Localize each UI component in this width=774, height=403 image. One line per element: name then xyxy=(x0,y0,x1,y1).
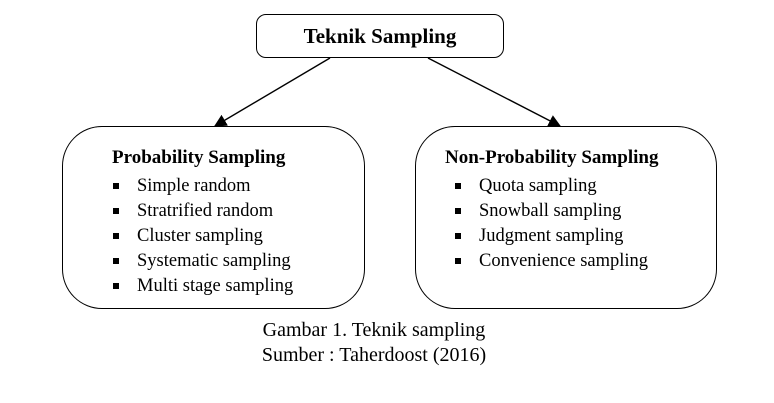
list-item: Stratrified random xyxy=(113,199,293,224)
arrow-to-non-probability xyxy=(427,57,562,127)
square-bullet-icon xyxy=(113,208,119,214)
list-item: Quota sampling xyxy=(455,174,648,199)
non-probability-sampling-node: Non-Probability Sampling Quota sampling … xyxy=(415,126,717,309)
list-item: Judgment sampling xyxy=(455,224,648,249)
list-item-label: Convenience sampling xyxy=(479,251,649,271)
list-item: Multi stage sampling xyxy=(113,274,293,299)
root-node: Teknik Sampling xyxy=(256,14,504,58)
list-item-label: Judgment sampling xyxy=(479,226,624,246)
list-item-label: Snowball sampling xyxy=(479,201,622,221)
arrow-to-probability xyxy=(213,57,331,127)
list-item-label: Simple random xyxy=(137,176,251,196)
list-item: Cluster sampling xyxy=(113,224,293,249)
list-item: Simple random xyxy=(113,174,293,199)
square-bullet-icon xyxy=(113,233,119,239)
square-bullet-icon xyxy=(455,183,461,189)
non-probability-sampling-title: Non-Probability Sampling xyxy=(445,147,659,168)
root-node-title: Teknik Sampling xyxy=(303,23,457,48)
list-item-label: Stratrified random xyxy=(137,201,274,221)
list-item-label: Multi stage sampling xyxy=(137,276,294,296)
probability-sampling-node: Probability Sampling Simple random Strat… xyxy=(62,126,365,309)
figure-source: Sumber : Taherdoost (2016) xyxy=(261,344,487,366)
square-bullet-icon xyxy=(113,258,119,264)
list-item: Snowball sampling xyxy=(455,199,648,224)
figure-caption: Gambar 1. Teknik sampling xyxy=(262,319,486,341)
list-item-label: Systematic sampling xyxy=(137,251,291,271)
list-item: Systematic sampling xyxy=(113,249,293,274)
list-item-label: Cluster sampling xyxy=(137,226,263,246)
square-bullet-icon xyxy=(113,283,119,289)
probability-sampling-title: Probability Sampling xyxy=(112,147,286,168)
square-bullet-icon xyxy=(455,233,461,239)
probability-sampling-list: Simple random Stratrified random Cluster… xyxy=(113,174,293,299)
square-bullet-icon xyxy=(455,208,461,214)
square-bullet-icon xyxy=(113,183,119,189)
non-probability-sampling-list: Quota sampling Snowball sampling Judgmen… xyxy=(455,174,648,274)
square-bullet-icon xyxy=(455,258,461,264)
list-item: Convenience sampling xyxy=(455,249,648,274)
list-item-label: Quota sampling xyxy=(479,176,597,196)
